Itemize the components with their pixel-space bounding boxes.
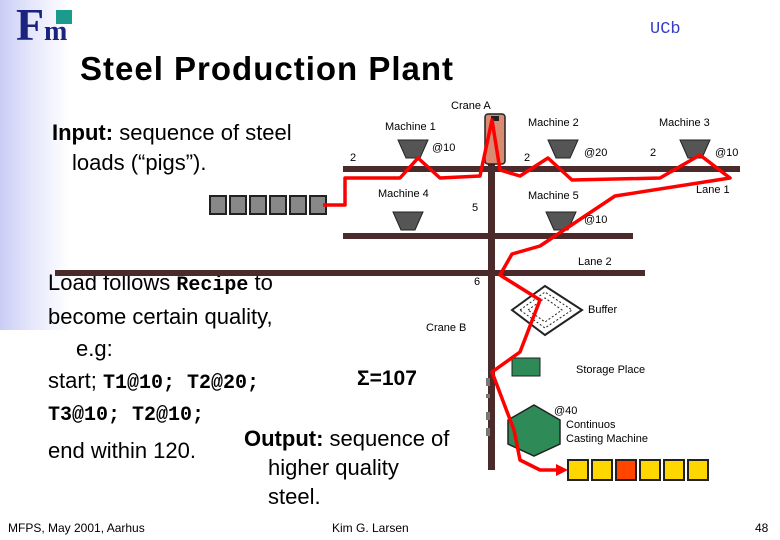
slide-title: Steel Production Plant [80,50,455,87]
casting-machine [507,404,561,457]
recipe-line-2: become certain quality, [48,304,273,329]
input-line-1: Input: sequence of steel [52,120,292,145]
label-cast-time: @40 [554,405,578,417]
input-line-2: loads (“pigs”). [72,150,207,175]
label-machine5: Machine 5 [528,190,579,202]
recipe-line-5: T3@10; T2@10; [48,404,205,427]
route-arrowhead [556,464,568,476]
footer-center: Kim G. Larsen [332,521,409,535]
output-line-2: higher quality [268,455,399,480]
label-m3-time: @10 [715,147,739,159]
lane1-rail [343,166,740,172]
recipe-line-4: start; T1@10; T2@20; [48,368,260,395]
machine3-bucket [679,139,711,159]
label-num-2c: 2 [650,147,657,159]
label-machine1: Machine 1 [385,121,436,133]
label-m1-time: @10 [432,142,456,154]
total-duration: Σ=107 [357,367,417,390]
label-m2-time: @20 [584,147,608,159]
vertical-rail [488,118,495,470]
recipe-line-6: end within 120. [48,438,196,463]
label-m5-time: @10 [584,214,608,226]
machine4-bucket [392,211,424,231]
label-casting-1: Continuos [566,419,616,431]
label-crane-a: Crane A [451,100,491,112]
page-number: 48 [755,521,769,535]
label-num-2a: 2 [350,152,357,164]
crane-b-rail [55,270,645,276]
label-lane1: Lane 1 [696,184,730,196]
label-crane-b: Crane B [426,322,467,334]
label-casting-2: Casting Machine [566,433,648,445]
footer-left: MFPS, May 2001, Aarhus [8,521,145,535]
fm-logo: F m [16,0,74,50]
label-machine4: Machine 4 [378,188,429,200]
output-line-3: steel. [268,484,321,509]
logo-square [56,10,72,24]
machine2-bucket [547,139,579,159]
ucb-logo: UCb [650,20,681,39]
output-line-1: Output: sequence of [244,426,450,451]
label-storage: Storage Place [576,364,646,376]
label-machine3: Machine 3 [659,117,710,129]
recipe-line-3: e.g: [76,336,113,361]
output-blocks [567,459,709,481]
buffer-stack [510,284,584,337]
input-pigs [209,195,327,215]
crane-a-hook [491,116,499,121]
machine5-bucket [545,211,577,231]
label-num-2b: 2 [524,152,531,164]
label-buffer: Buffer [588,304,618,316]
production-route [323,118,732,472]
label-num-5: 5 [472,202,479,214]
label-num-6: 6 [474,276,481,288]
label-lane2: Lane 2 [578,256,612,268]
label-machine2: Machine 2 [528,117,579,129]
storage-place [511,357,541,377]
machine1-bucket [397,139,429,159]
